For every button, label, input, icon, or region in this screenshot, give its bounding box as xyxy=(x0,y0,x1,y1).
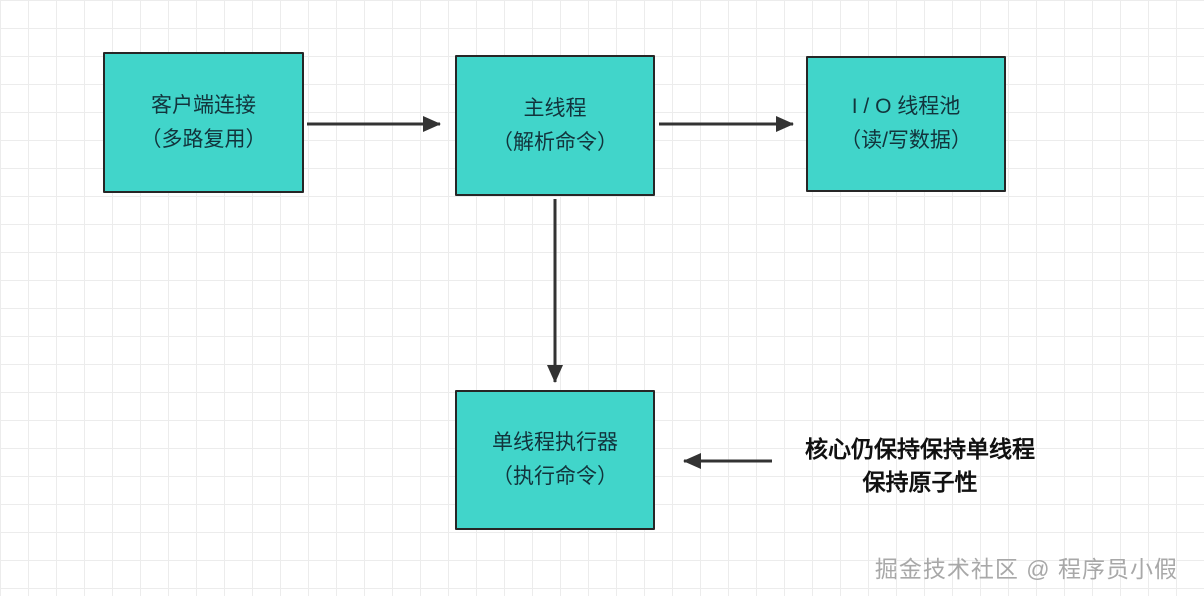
node-client-connection: 客户端连接 （多路复用） xyxy=(103,52,304,193)
node-single-thread-executor-subtitle: （执行命令） xyxy=(492,465,618,488)
node-main-thread: 主线程 （解析命令） xyxy=(455,55,655,196)
watermark: 掘金技术社区 @ 程序员小假 xyxy=(874,556,1178,582)
annotation-note: 核心仍保持保持单线程 保持原子性 xyxy=(758,433,1082,500)
node-main-thread-subtitle: （解析命令） xyxy=(492,130,618,154)
node-io-thread-pool-title: I / O 线程池 xyxy=(851,95,961,119)
node-io-thread-pool-subtitle: （读/写数据） xyxy=(840,129,972,152)
annotation-note-line1: 核心仍保持保持单线程 xyxy=(805,436,1035,462)
node-single-thread-executor: 单线程执行器 （执行命令） xyxy=(455,390,655,530)
node-io-thread-pool: I / O 线程池 （读/写数据） xyxy=(806,56,1006,192)
node-client-connection-subtitle: （多路复用） xyxy=(140,127,267,151)
node-single-thread-executor-title: 单线程执行器 xyxy=(492,431,618,455)
node-client-connection-title: 客户端连接 xyxy=(151,93,256,117)
annotation-note-line2: 保持原子性 xyxy=(862,469,978,496)
node-main-thread-title: 主线程 xyxy=(523,96,587,120)
